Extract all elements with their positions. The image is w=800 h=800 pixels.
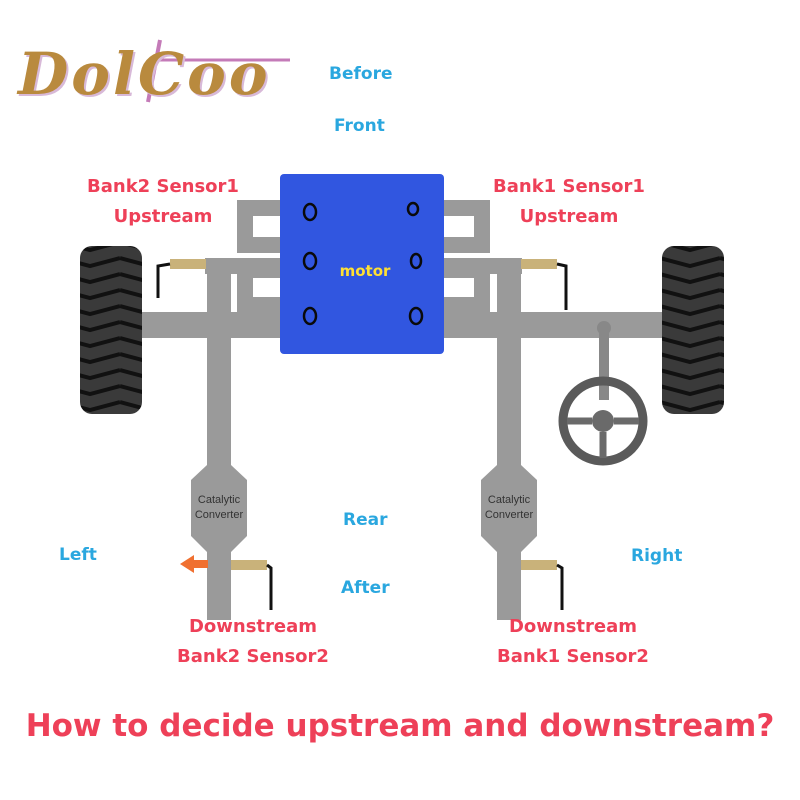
oxygen-sensor-icon bbox=[231, 560, 273, 610]
oxygen-sensor-icon bbox=[521, 259, 568, 310]
catalytic-converter-left-label: Catalytic Converter bbox=[179, 493, 259, 523]
converter-right-line1: Catalytic bbox=[487, 494, 531, 506]
left-exhaust-pipe bbox=[207, 258, 231, 620]
tire-icon bbox=[662, 246, 724, 414]
catalytic-converter-left bbox=[191, 465, 247, 552]
bank1-sensor1-name: Bank1 Sensor1 bbox=[493, 176, 645, 197]
flow-arrow-icon bbox=[180, 555, 208, 573]
bank2-sensor1-label: Bank2 Sensor1 Upstream bbox=[78, 172, 248, 232]
catalytic-converter-right-label: Catalytic Converter bbox=[469, 493, 549, 523]
steering-wheel-icon bbox=[558, 321, 648, 466]
bank1-sensor2-position: Downstream bbox=[508, 616, 638, 637]
bank1-sensor2-name: Bank1 Sensor2 bbox=[497, 646, 649, 667]
bank1-sensor1-position: Upstream bbox=[519, 206, 619, 227]
logo-swoosh bbox=[146, 39, 290, 103]
bank2-sensor2-label: Downstream Bank2 Sensor2 bbox=[166, 612, 340, 672]
label-rear: Rear bbox=[343, 510, 388, 530]
label-right: Right bbox=[631, 546, 683, 566]
converter-right-line2: Converter bbox=[484, 509, 534, 521]
oxygen-sensor-icon bbox=[156, 259, 206, 298]
bank2-sensor2-position: Downstream bbox=[188, 616, 318, 637]
label-before: Before bbox=[329, 64, 393, 84]
cylinder-ports bbox=[302, 201, 424, 326]
label-left: Left bbox=[59, 545, 97, 565]
question-title: How to decide upstream and downstream? bbox=[25, 708, 775, 744]
label-after: After bbox=[341, 578, 390, 598]
exhaust-manifold-left bbox=[237, 200, 283, 313]
bank1-sensor2-label: Downstream Bank1 Sensor2 bbox=[486, 612, 660, 672]
right-exhaust-pipe bbox=[497, 258, 521, 620]
bank2-sensor1-position: Upstream bbox=[113, 206, 213, 227]
label-front: Front bbox=[334, 116, 385, 136]
engine-block bbox=[280, 174, 444, 354]
bank2-sensor1-name: Bank2 Sensor1 bbox=[87, 176, 239, 197]
oxygen-sensor-icon bbox=[521, 560, 564, 610]
converter-left-line2: Converter bbox=[194, 509, 244, 521]
converter-left-line1: Catalytic bbox=[197, 494, 241, 506]
engine-label: motor bbox=[339, 262, 391, 280]
catalytic-converter-right bbox=[481, 465, 537, 552]
bank2-sensor2-name: Bank2 Sensor2 bbox=[177, 646, 329, 667]
exhaust-manifold-right bbox=[443, 200, 490, 313]
brand-logo: DolCoo bbox=[18, 40, 271, 108]
bank1-sensor1-label: Bank1 Sensor1 Upstream bbox=[484, 172, 654, 232]
tire-icon bbox=[80, 246, 142, 414]
